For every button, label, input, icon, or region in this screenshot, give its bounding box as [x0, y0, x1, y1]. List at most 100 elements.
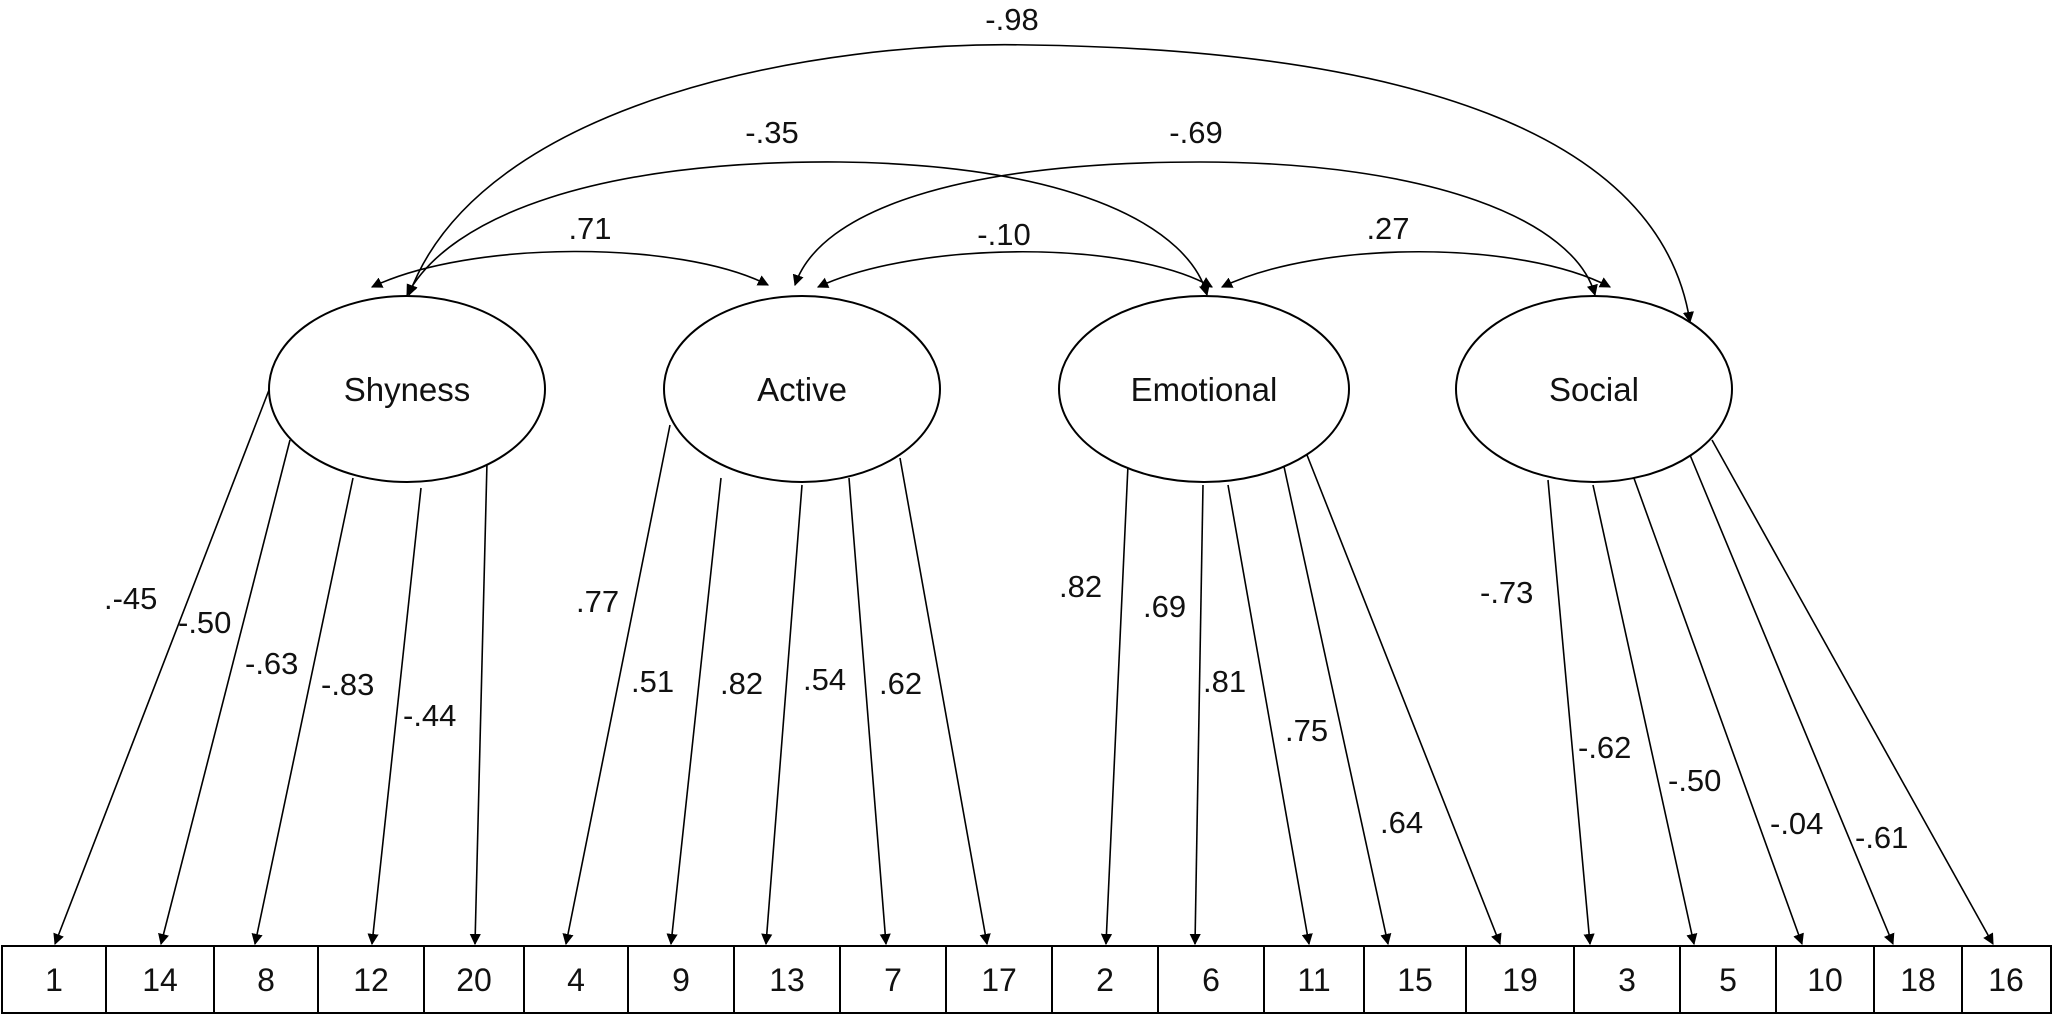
loading-label-shyness-8: -.63 — [245, 646, 298, 681]
loading-label-emotional-19: .64 — [1380, 805, 1423, 840]
corr-label-emotional-social: .27 — [1366, 211, 1409, 246]
item-box-8 — [213, 945, 319, 1014]
loading-path-emotional-15 — [1282, 461, 1392, 946]
corr-label-active-social: -.69 — [1169, 115, 1222, 150]
loading-path-active-7 — [848, 477, 891, 946]
loading-label-social-3: -.73 — [1480, 575, 1533, 610]
loading-path-shyness-14 — [158, 439, 291, 946]
factor-label-emotional: Emotional — [1131, 371, 1278, 408]
item-box-group: 1 14 8 12 20 4 9 13 7 17 2 6 11 — [1, 945, 2052, 1014]
loading-path-social-3 — [1547, 479, 1595, 946]
loading-label-active-4: .77 — [576, 584, 619, 619]
item-box-2 — [1051, 945, 1159, 1014]
item-label-10: 10 — [1807, 962, 1843, 998]
loading-label-shyness-14: -.50 — [178, 605, 231, 640]
loading-path-shyness-12 — [367, 487, 422, 946]
item-box-17 — [945, 945, 1053, 1014]
loading-label-shyness-1: .-45 — [104, 581, 157, 616]
item-label-15: 15 — [1397, 962, 1433, 998]
item-label-18: 18 — [1900, 962, 1936, 998]
corr-arc-shyness-active — [370, 250, 769, 288]
corr-label-active-emotional: -.10 — [977, 217, 1030, 252]
corr-arc-shyness-emotional — [406, 161, 1210, 297]
loading-paths — [53, 389, 1994, 946]
corr-label-shyness-active: .71 — [568, 211, 611, 246]
loading-label-social-10: -.50 — [1668, 763, 1721, 798]
item-box-3 — [1573, 945, 1681, 1014]
item-label-8: 8 — [257, 962, 275, 998]
factor-ellipse-shyness — [268, 295, 546, 483]
factor-active: Active — [663, 295, 941, 483]
item-label-16: 16 — [1988, 962, 2024, 998]
item-box-20 — [423, 945, 525, 1014]
loading-path-active-17 — [899, 457, 991, 946]
loading-labels: .-45 -.50 -.63 -.83 -.44 .77 .51 .82 .54… — [104, 569, 1908, 855]
factor-label-social: Social — [1549, 371, 1639, 408]
loading-label-emotional-2: .82 — [1059, 569, 1102, 604]
item-box-18 — [1873, 945, 1963, 1014]
loading-path-active-9 — [666, 477, 722, 946]
item-label-14: 14 — [142, 962, 178, 998]
item-label-4: 4 — [567, 962, 585, 998]
item-label-11: 11 — [1297, 962, 1330, 998]
loading-path-active-13 — [761, 484, 803, 946]
loading-label-active-9: .51 — [631, 664, 674, 699]
factor-ellipse-active — [663, 295, 941, 483]
latent-factors: Shyness Active Emotional Social — [268, 295, 1733, 483]
factor-emotional: Emotional — [1058, 295, 1350, 483]
item-label-9: 9 — [672, 962, 690, 998]
item-box-5 — [1679, 945, 1777, 1014]
loading-label-shyness-20: -.44 — [403, 698, 456, 733]
item-label-19: 19 — [1502, 962, 1538, 998]
item-label-5: 5 — [1719, 962, 1737, 998]
loading-label-active-13: .82 — [720, 666, 763, 701]
corr-arc-active-social — [792, 161, 1598, 297]
loading-path-active-4 — [562, 424, 671, 946]
loading-path-emotional-2 — [1100, 464, 1129, 946]
loading-label-social-5: -.62 — [1578, 730, 1631, 765]
loading-path-shyness-8 — [251, 477, 354, 946]
factor-social: Social — [1455, 295, 1733, 483]
item-label-7: 7 — [884, 962, 902, 998]
corr-arc-emotional-social — [1220, 251, 1611, 288]
corr-label-shyness-social: -.98 — [985, 2, 1038, 37]
correlation-arcs — [370, 43, 1694, 324]
corr-arc-shyness-social — [407, 43, 1694, 324]
item-box-16 — [1961, 945, 2052, 1014]
item-label-2: 2 — [1096, 962, 1114, 998]
item-box-19 — [1465, 945, 1575, 1014]
item-label-3: 3 — [1618, 962, 1636, 998]
observed-items: 1 14 8 12 20 4 9 13 7 17 2 6 11 — [1, 945, 2052, 1014]
item-label-12: 12 — [353, 962, 389, 998]
item-label-1: 1 — [45, 962, 63, 998]
loading-label-social-16: -.61 — [1855, 820, 1908, 855]
loading-label-emotional-6: .69 — [1143, 589, 1186, 624]
factor-ellipse-social — [1455, 295, 1733, 483]
factor-label-active: Active — [757, 371, 847, 408]
loading-path-emotional-19 — [1306, 454, 1502, 946]
loading-label-emotional-15: .75 — [1285, 713, 1328, 748]
item-box-10 — [1775, 945, 1875, 1014]
item-box-13 — [733, 945, 841, 1014]
loading-label-active-7: .54 — [803, 662, 846, 697]
item-box-11 — [1263, 945, 1365, 1014]
loading-label-shyness-12: -.83 — [321, 667, 374, 702]
loading-label-social-18: -.04 — [1770, 806, 1823, 841]
loading-path-social-18 — [1689, 454, 1895, 946]
correlation-labels: -.98 -.35 -.69 .71 -.10 .27 — [568, 2, 1409, 252]
loading-path-shyness-20 — [469, 461, 488, 946]
corr-arc-active-emotional — [816, 251, 1213, 288]
factor-label-shyness: Shyness — [344, 371, 471, 408]
factor-ellipse-emotional — [1058, 295, 1350, 483]
loading-label-emotional-11: .81 — [1203, 664, 1246, 699]
loading-path-emotional-6 — [1189, 484, 1204, 946]
item-label-13: 13 — [769, 962, 805, 998]
item-label-6: 6 — [1202, 962, 1220, 998]
loading-path-social-16 — [1711, 439, 1994, 945]
loading-label-active-17: .62 — [879, 666, 922, 701]
item-label-20: 20 — [456, 962, 492, 998]
loading-path-social-5 — [1592, 484, 1698, 946]
corr-label-shyness-emotional: -.35 — [745, 115, 798, 150]
item-box-9 — [627, 945, 735, 1014]
